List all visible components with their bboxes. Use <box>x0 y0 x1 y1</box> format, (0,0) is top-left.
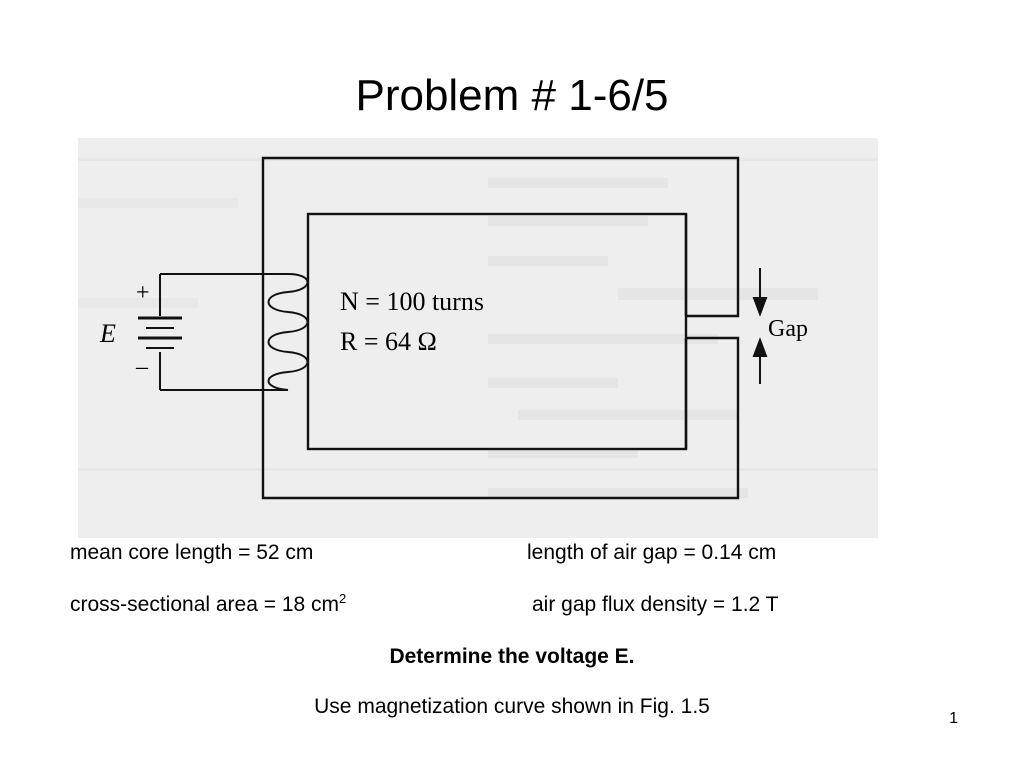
cross-section-exponent: 2 <box>339 591 347 606</box>
cross-section-area-text: cross-sectional area = 18 cm2 <box>70 592 346 618</box>
winding-coil <box>160 273 309 391</box>
resistance-label: R = 64 Ω <box>340 327 437 356</box>
cross-section-area-value: cross-sectional area = 18 cm <box>70 593 340 616</box>
battery-symbol <box>138 274 182 390</box>
gap-arrows <box>752 268 768 384</box>
source-label-E: E <box>99 319 116 348</box>
magnetic-circuit-diagram: + – E N = 100 turns R = 64 Ω Gap <box>78 156 878 500</box>
core-outer-outline <box>261 156 740 500</box>
core-inner-window <box>306 212 688 451</box>
slide-title: Problem # 1-6/5 <box>355 71 669 120</box>
negative-terminal-sign: – <box>135 354 149 380</box>
scan-bleed-through <box>78 158 878 498</box>
page-number: 1 <box>949 710 958 727</box>
task-note: Use magnetization curve shown in Fig. 1.… <box>314 695 710 718</box>
task-prompt: Determine the voltage E. <box>389 645 635 668</box>
circuit-figure: + – E N = 100 turns R = 64 Ω Gap <box>78 138 878 538</box>
turns-label: N = 100 turns <box>340 287 484 316</box>
gap-label: Gap <box>768 316 808 342</box>
air-gap-length-text: length of air gap = 0.14 cm <box>527 541 777 564</box>
flux-density-text: air gap flux density = 1.2 T <box>532 593 779 616</box>
core-length-text: mean core length = 52 cm <box>70 541 314 564</box>
positive-terminal-sign: + <box>136 280 150 306</box>
